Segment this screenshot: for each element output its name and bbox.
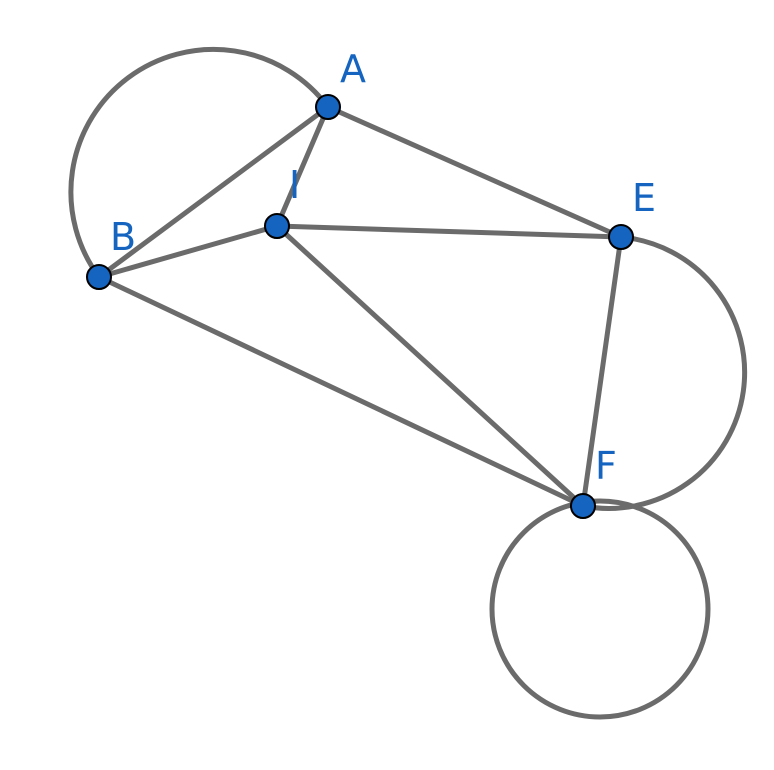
point-a[interactable] [315, 94, 341, 120]
segment-if [274, 223, 586, 509]
point-e[interactable] [608, 224, 634, 250]
point-f[interactable] [570, 493, 596, 519]
label-f: F [595, 444, 617, 488]
label-e: E [632, 176, 656, 220]
segment-ab [96, 104, 331, 280]
label-i: I [289, 163, 300, 207]
point-i[interactable] [264, 213, 290, 239]
label-b: B [110, 215, 136, 259]
segment-ie [274, 223, 624, 240]
circle-through-a-b [68, 46, 331, 280]
segment-bi [96, 223, 280, 280]
segment-ef [580, 234, 624, 509]
circle-through-e-f [580, 234, 748, 511]
segment-ae [325, 104, 624, 240]
point-b[interactable] [86, 264, 112, 290]
label-a: A [340, 47, 366, 91]
circle-below-f [489, 498, 711, 720]
segment-ai [274, 104, 331, 229]
points-layer [86, 94, 634, 519]
segment-bf [96, 274, 586, 509]
labels-layer: A B I E F [110, 47, 656, 488]
shapes-layer [68, 46, 748, 720]
